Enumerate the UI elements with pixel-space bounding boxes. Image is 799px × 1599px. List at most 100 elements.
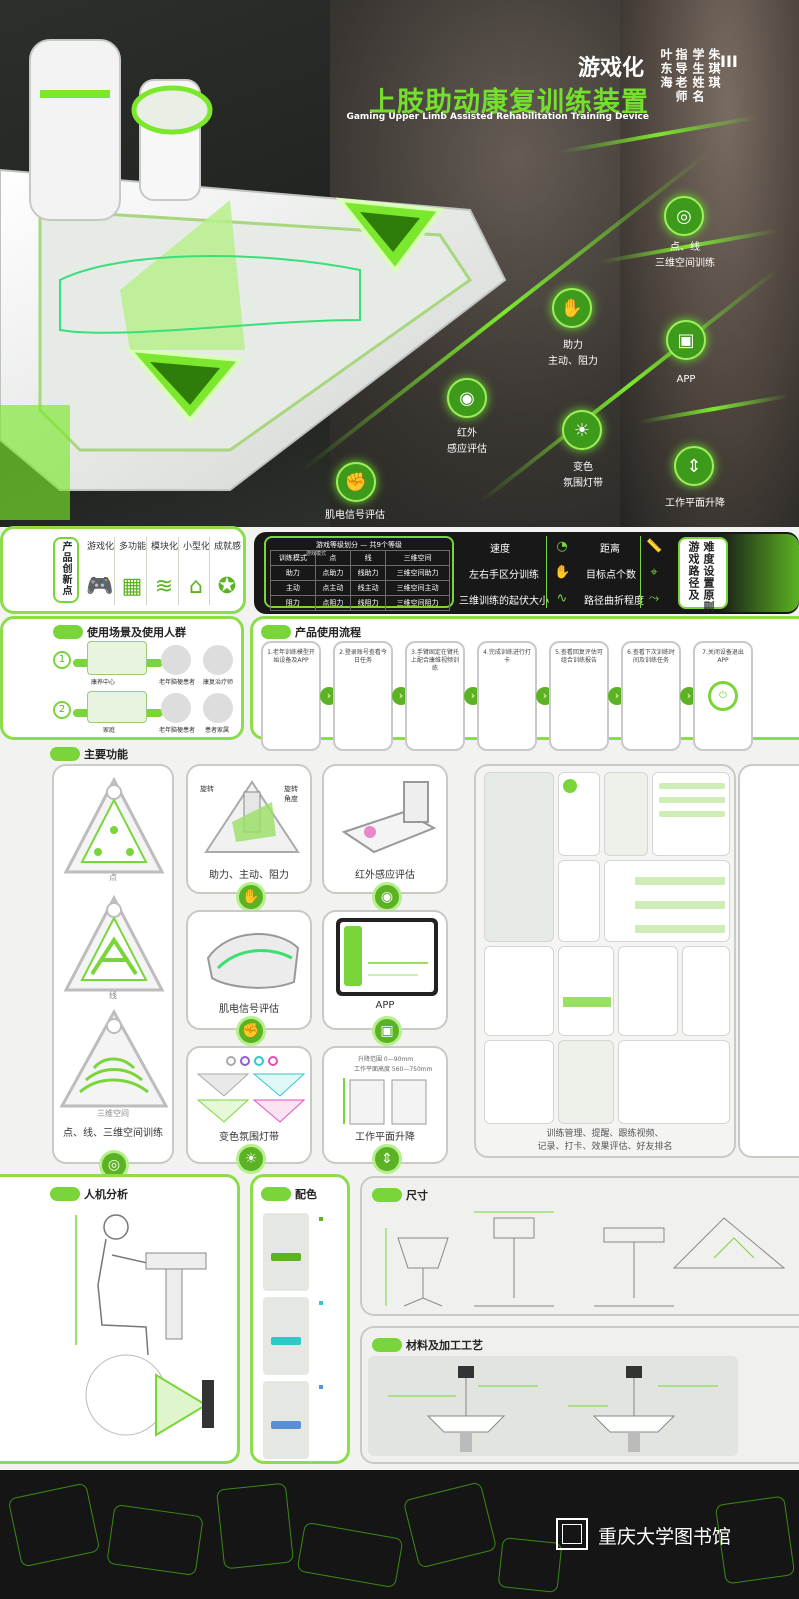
table-header: 三维空间 — [385, 550, 450, 566]
elderly-avatar — [161, 645, 191, 675]
feature-label: 变色 氛围灯带 — [563, 462, 603, 489]
tablet-icon: ▣ — [372, 1016, 402, 1046]
colorway-green — [263, 1213, 309, 1291]
point-mode-illustration — [63, 776, 165, 874]
infrared-card: 红外感应评估 ◉ — [322, 764, 448, 912]
updown-icon: ⇕ — [674, 446, 714, 486]
colors-panel: 配色 — [250, 1174, 350, 1464]
feature-label: 红外 感应评估 — [447, 428, 487, 455]
scene-num: 1 — [53, 651, 71, 669]
app-screen — [484, 1040, 554, 1124]
tablet-frame — [336, 918, 438, 996]
device-render — [0, 39, 507, 520]
route-icon: ⤳ — [648, 591, 660, 606]
tablet-icon: ▣ — [666, 320, 706, 360]
assist-card: 旋转 旋转 角度 助力、主动、阻力 ✋ — [186, 764, 312, 912]
updown-icon: ⇕ — [372, 1144, 402, 1174]
table-cell: 阻力 — [270, 595, 316, 611]
emg-card: 肌电信号评估 ✊ — [186, 910, 312, 1046]
materials-panel: 材料及加工工艺 — [360, 1326, 799, 1464]
app-screen — [604, 860, 730, 942]
functions-title: 主要功能 — [84, 748, 128, 761]
feature-label: 点、线 三维空间训练 — [655, 242, 715, 269]
difficulty-side-label2: 游戏路径及 — [687, 541, 700, 601]
scene-person: 康复治疗师 — [203, 679, 234, 686]
scene-person: 老年脑梗患者 — [159, 727, 196, 734]
emg-illustration — [206, 933, 300, 989]
table-cell: 点主动 — [314, 580, 352, 596]
device-photo — [484, 772, 554, 942]
assist-illustration — [204, 780, 300, 853]
table-cell: 三维空间阻力 — [385, 595, 450, 611]
lift-height: 工作平面高度 560—750mm — [354, 1066, 433, 1073]
ergonomics-panel: 人机分析 — [0, 1174, 240, 1464]
innovation-item: 模块化 — [151, 542, 179, 552]
table-cell: 点阻力 — [314, 595, 352, 611]
app-screens-panel: 训练管理、提醒、跟练视频、 记录、打卡、效果评估、好友排名 — [474, 764, 736, 1158]
lighting-illustration — [196, 1073, 306, 1123]
feature-label: 肌电信号评估 — [325, 510, 385, 521]
difficulty-panel: 游戏等级划分 — 共9个等级 训练模式 点 线 三维空间 助力 点助力 线助力 … — [254, 532, 799, 614]
innovation-panel: 产品创新点 游戏化 多功能 模块化 小型化 成就感 🎮 ▦ ≋ ⌂ ✪ — [0, 526, 246, 614]
hero-title-line1: 游戏化 — [577, 56, 644, 81]
feature-label: 工作平面升降 — [665, 498, 725, 509]
speed-icon: ◔ — [556, 539, 568, 554]
card-label: 工作平面升降 — [355, 1132, 415, 1143]
scene-panel: 使用场景及使用人群 1 康养中心 老年脑梗患者 康复治疗师 2 家庭 老年脑梗患… — [0, 616, 244, 740]
app-screen — [558, 860, 600, 942]
app-caption: 训练管理、提醒、跟练视频、 记录、打卡、效果评估、好友排名 — [537, 1129, 673, 1152]
card-label: APP — [375, 1000, 395, 1011]
medal-icon: ✪ — [217, 573, 237, 599]
footer: 重庆大学图书馆 — [0, 1470, 799, 1599]
flow-step: 4.完成训练进行打卡 — [477, 641, 537, 751]
lift-illustration — [343, 1078, 427, 1125]
lighting-card: 变色氛围灯带 ☀ — [186, 1046, 312, 1174]
flow-step: 1.老年训练模型开始设备及APP — [261, 641, 321, 751]
calendar-screen — [618, 946, 678, 1036]
modes-caption: 点、线、三维空间训练 — [63, 1128, 163, 1139]
app-screen — [652, 772, 730, 856]
lift-range: 升降范围 0—90mm — [358, 1056, 414, 1063]
hand-icon: ✋ — [554, 565, 571, 580]
innovation-item: 成就感 — [214, 542, 242, 552]
flow-step: 5.查看回复评估可组合训练报告 — [549, 641, 609, 751]
colors-title: 配色 — [295, 1188, 317, 1201]
flow-step: 2.登录账号查看今日任务 — [333, 641, 393, 751]
library-logo — [556, 1518, 588, 1550]
table-cell: 线阻力 — [349, 595, 387, 611]
hero-title-en: Gaming Upper Limb Assisted Rehabilitatio… — [346, 112, 649, 122]
table-cell: 线助力 — [349, 565, 387, 581]
flow-panel: 产品使用流程 1.老年训练模型开始设备及APP › 2.登录账号查看今日任务 ›… — [250, 616, 799, 751]
hand-icon: ✋ — [552, 288, 592, 328]
colorway-cyan — [263, 1297, 309, 1375]
rehab-center-icon — [87, 641, 147, 675]
ranking-screen — [618, 1040, 730, 1124]
difficulty-side-label: 难度设置原则 — [702, 541, 715, 613]
feature-label: 助力 主动、阻力 — [548, 340, 598, 367]
ergonomics-title: 人机分析 — [84, 1188, 128, 1201]
library-name: 重庆大学图书馆 — [598, 1526, 732, 1548]
innovation-item: 多功能 — [119, 542, 147, 552]
bulb-icon: ☀ — [562, 410, 602, 450]
family-avatar — [203, 693, 233, 723]
rotate-angle-label: 旋转 角度 — [284, 785, 298, 803]
pin-icon: ⌖ — [650, 565, 658, 580]
flow-step: 6.查看下次训练时间及训练任务 — [621, 641, 681, 751]
table-corner-label: 游戏模式 — [306, 551, 327, 557]
line-mode-illustration — [63, 894, 165, 992]
mode-card: 点 线 三维空间 点、线、三维空间训练 ◎ — [52, 764, 174, 1180]
space-mode-illustration — [59, 1008, 169, 1108]
hand-icon: ✋ — [236, 882, 266, 912]
dimensions-panel: 尺寸 — [360, 1176, 799, 1316]
innovation-item: 游戏化 — [87, 542, 115, 552]
app-panel-edge — [738, 764, 799, 1158]
grid-icon: ▦ — [121, 573, 143, 599]
principle-hand: 左右手区分训练 — [469, 570, 539, 581]
mode-label: 点 — [109, 873, 117, 882]
exploded-view — [368, 1356, 738, 1456]
materials-title: 材料及加工工艺 — [406, 1339, 483, 1352]
table-cell: 三维空间主动 — [385, 580, 450, 596]
rotate-label: 旋转 — [200, 785, 214, 793]
level-table-title: 游戏等级划分 — 共9个等级 — [316, 541, 402, 549]
elderly-photo-right — [620, 0, 799, 527]
